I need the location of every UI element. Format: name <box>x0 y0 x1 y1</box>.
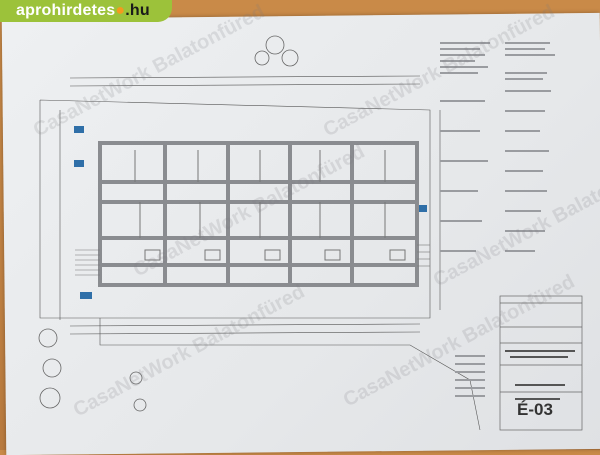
legend-notes <box>440 42 555 397</box>
title-block <box>499 295 583 431</box>
drawing-number: É-03 <box>517 400 553 419</box>
building-walls <box>98 141 419 287</box>
section-markers <box>74 126 427 299</box>
logo-tld: .hu <box>125 2 150 19</box>
site-logo[interactable]: aprohirdetes●.hu <box>0 0 172 22</box>
logo-dot: ● <box>115 2 126 19</box>
trees <box>38 35 299 412</box>
logo-name: aprohirdetes <box>16 2 116 19</box>
